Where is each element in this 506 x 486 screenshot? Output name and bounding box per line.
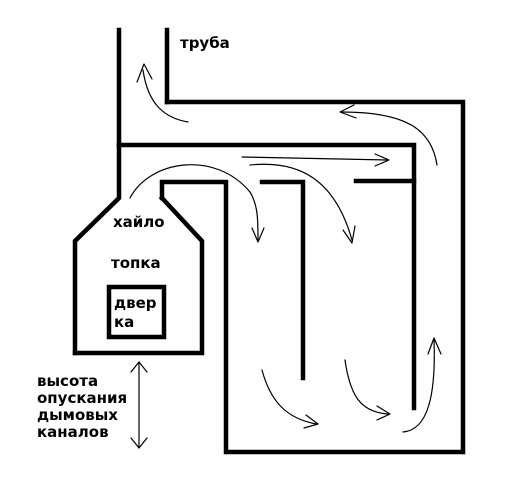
height-label-line1: высота xyxy=(37,372,98,390)
height-double-arrow xyxy=(130,361,148,449)
door-label-line1: двер xyxy=(114,294,157,312)
outer-channel-walls xyxy=(116,99,466,455)
arrow-right-up xyxy=(402,337,442,433)
height-label-line3: дымовых xyxy=(37,406,118,424)
firebox-left-wall xyxy=(72,142,122,356)
pipe-label: труба xyxy=(180,34,230,52)
channel-partitions xyxy=(259,178,417,381)
height-label-line2: опускания xyxy=(37,389,127,407)
arrow-top-straight xyxy=(241,153,390,167)
partition-middle xyxy=(259,179,306,381)
firebox-door xyxy=(106,284,167,340)
height-label-line4: каналов xyxy=(37,423,109,441)
chimney-pipe xyxy=(116,27,170,148)
inner-top-wall xyxy=(116,142,417,411)
firebox-right-wall xyxy=(72,194,205,356)
arrow-top-right-back xyxy=(339,104,438,166)
door-label-line2: ка xyxy=(114,313,134,331)
smoke-flow-arrows xyxy=(129,63,442,433)
outer-wall xyxy=(159,99,466,455)
arrow-pipe-up xyxy=(136,63,189,123)
arrow-firebox-over xyxy=(129,164,265,243)
arrow-channel-curve xyxy=(249,163,356,244)
mouth-label: хайло xyxy=(113,213,165,231)
arrow-bottom-middle xyxy=(344,359,391,421)
arrow-bottom-left xyxy=(261,369,319,429)
firebox xyxy=(72,142,205,356)
firebox-label: топка xyxy=(111,254,161,272)
